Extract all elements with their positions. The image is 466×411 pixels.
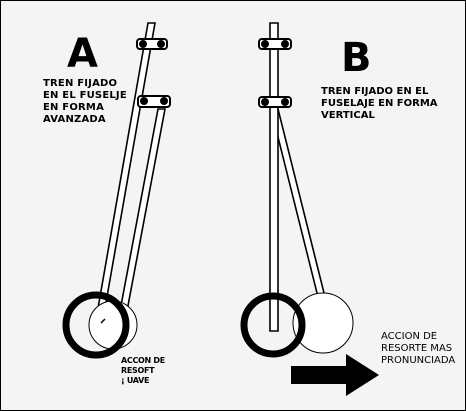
panel-b-wheel — [240, 292, 306, 358]
panel-a-lower-clamp — [137, 95, 171, 108]
panel-a-small-note: ACCON DE RESOFT ¡ UAVE — [121, 356, 165, 385]
panel-a-axle — [100, 318, 106, 324]
panel-a-caption: TREN FIJADO EN EL FUSELJE EN FORMA AVANZ… — [43, 78, 127, 125]
motion-arrow — [291, 354, 379, 396]
panel-b-upper-clamp — [258, 38, 292, 50]
panel-a-upper-clamp — [136, 38, 168, 50]
panel-b-action-caption: ACCION DE RESORTE MAS PRONUNCIADA — [381, 331, 456, 366]
panel-b-lower-clamp — [258, 96, 292, 108]
panel-a-spring-leg — [119, 108, 166, 312]
panel-b-wheel-deflected — [292, 292, 354, 354]
panel-b-letter: B — [341, 35, 372, 81]
panel-a-wheel-deflected — [88, 300, 138, 350]
panel-a-wheel — [62, 291, 130, 359]
panel-a-gear — [62, 22, 171, 359]
panel-a-letter: A — [67, 31, 98, 77]
panel-b-spring-leg — [269, 108, 333, 322]
panel-b-strut — [269, 22, 279, 332]
panel-b-caption: TREN FIJADO EN EL FUSELAJE EN FORMA VERT… — [321, 86, 438, 121]
panel-b-gear — [240, 22, 354, 358]
